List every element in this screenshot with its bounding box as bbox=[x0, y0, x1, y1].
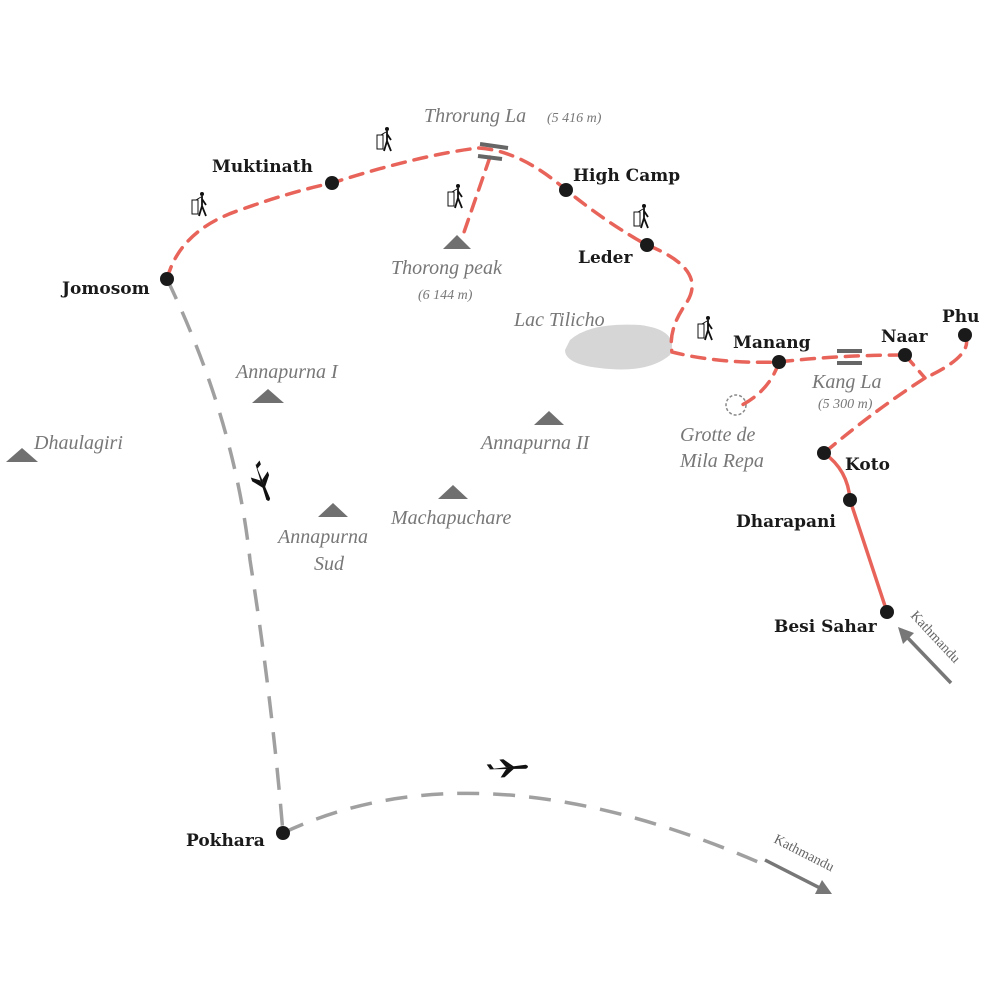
hiker-icon bbox=[633, 203, 649, 229]
label-kang-la-alt: (5 300 m) bbox=[818, 397, 873, 412]
label-jomosom: Jomosom bbox=[60, 279, 150, 299]
label-high-camp: High Camp bbox=[573, 166, 680, 186]
peak-icon bbox=[534, 411, 564, 425]
label-manang: Manang bbox=[733, 333, 811, 353]
label-leder: Leder bbox=[578, 248, 633, 268]
label-annapurna-sud: Annapurna bbox=[276, 526, 368, 548]
peak-icon bbox=[252, 389, 284, 403]
hiker-icon bbox=[697, 315, 713, 341]
label-machapuchare: Machapuchare bbox=[390, 507, 511, 529]
arrow-kathmandu-air-icon bbox=[764, 858, 832, 894]
plane-icon bbox=[246, 459, 278, 504]
label-annapurna-ii: Annapurna II bbox=[479, 432, 591, 454]
flight-pokhara-kathmandu bbox=[282, 791, 766, 867]
label-annapurna-sud-2: Sud bbox=[314, 553, 345, 575]
label-kathmandu-road: Kathmandu bbox=[907, 608, 963, 666]
label-koto: Koto bbox=[845, 455, 890, 475]
cave-icon bbox=[725, 394, 747, 416]
plane-icon bbox=[486, 757, 529, 779]
peak-icon bbox=[443, 235, 471, 249]
label-grotte: Grotte de bbox=[680, 424, 755, 446]
hiker-icon bbox=[447, 183, 463, 209]
peak-icon bbox=[438, 485, 468, 499]
label-annapurna-i: Annapurna I bbox=[234, 361, 339, 383]
flight-jomosom-pokhara bbox=[165, 278, 285, 834]
label-phu: Phu bbox=[942, 307, 980, 327]
label-thorong-peak: Thorong peak bbox=[391, 257, 503, 279]
label-thorong-peak-alt: (6 144 m) bbox=[418, 288, 473, 303]
label-besi-sahar: Besi Sahar bbox=[774, 617, 878, 637]
label-dharapani: Dharapani bbox=[736, 512, 836, 532]
arrow-kathmandu-road-icon bbox=[898, 627, 953, 685]
pass-icon bbox=[477, 142, 862, 365]
label-dhaulagiri: Dhaulagiri bbox=[33, 432, 123, 454]
route-thorong-peak bbox=[460, 155, 492, 240]
label-muktinath: Muktinath bbox=[212, 157, 313, 177]
peak-icon bbox=[318, 503, 348, 517]
lake-tilicho bbox=[565, 324, 672, 370]
label-naar: Naar bbox=[881, 327, 929, 347]
label-pokhara: Pokhara bbox=[186, 831, 265, 851]
label-throrung-la: Throrung La bbox=[424, 105, 526, 127]
route-road bbox=[822, 451, 889, 613]
route-main bbox=[165, 146, 907, 365]
label-kang-la: Kang La bbox=[811, 371, 881, 393]
peak-icon bbox=[6, 448, 38, 462]
label-throrung-la-alt: (5 416 m) bbox=[547, 111, 602, 126]
hiker-icon bbox=[191, 191, 207, 217]
town-dots bbox=[160, 176, 972, 840]
label-grotte-2: Mila Repa bbox=[679, 450, 764, 472]
route-grotte bbox=[740, 360, 781, 407]
label-lac-tilicho: Lac Tilicho bbox=[513, 309, 605, 331]
hiker-icon bbox=[376, 126, 392, 152]
